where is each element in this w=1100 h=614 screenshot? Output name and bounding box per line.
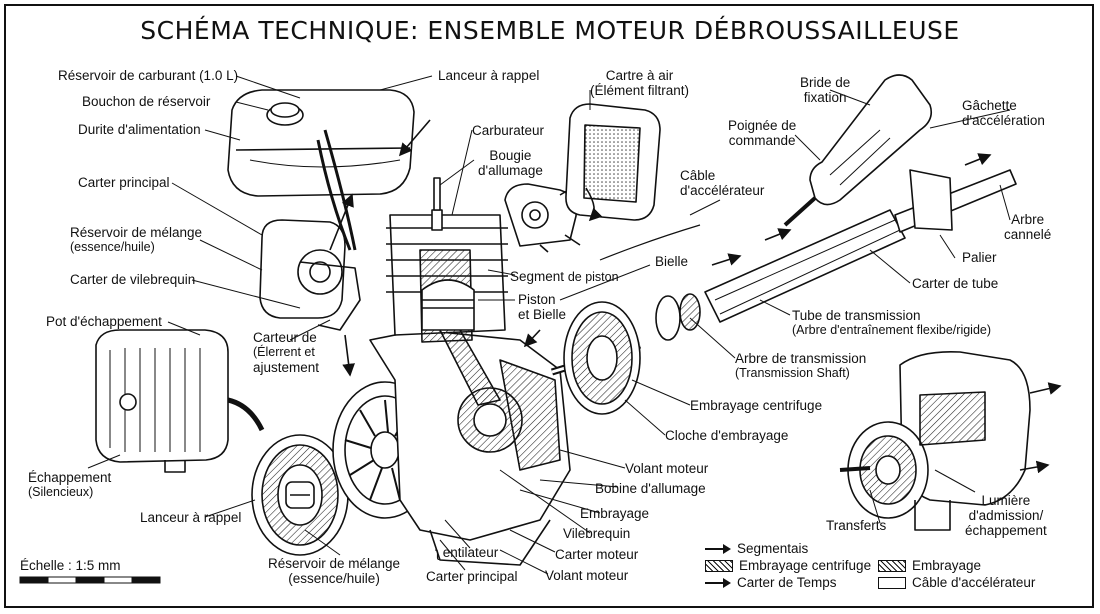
label-reservoir-melange-left: Réservoir de mélange (essence/huile) [70,225,203,254]
label-bobine-allumage: Bobine d'allumage [595,481,706,496]
label-embrayage-centrifuge: Embrayage centrifuge [690,398,823,413]
flow-arrows [329,119,1062,474]
piston-shape [421,279,501,406]
legend-cable-accelerateur: Câble d'accélérateur [878,575,1035,590]
muffler-shape [95,329,265,473]
label-ventilateur: ʅ entilateur [436,545,499,560]
label-tube-transmission: Tube de transmission (Arbre d'entraîneme… [792,308,992,337]
label-bride-fixation: Bride de fixation [800,75,851,105]
diagram-title: SCHÉMA TECHNIQUE: ENSEMBLE MOTEUR DÉBROU… [140,16,960,45]
label-carter-moteur: Carter moteur [555,547,639,562]
legend-embrayage: Embrayage [878,558,981,573]
clutch-inset-shape [839,350,1031,531]
label-transferts: Transferts [826,518,887,533]
label-palier: Palier [962,250,997,265]
label-reservoir-carburant: Réservoir de carburant (1.0 L) [58,68,239,83]
mixing-tank-shape [259,219,361,331]
label-volant-moteur-bottom: Volant moteur [545,568,629,583]
hatch-swatch-icon [705,559,733,572]
label-arbre-cannele: Arbre cannelé [1004,212,1052,242]
label-vilebrequin: Vilebrequin [563,526,631,541]
arrow-right-icon [705,543,731,554]
label-carburateur: Carburateur [472,123,545,138]
label-cable-accelerateur: Câble d'accélérateur [680,168,765,198]
diagram-frame [4,4,1094,608]
carburetor-shape [504,179,586,253]
label-bouchon-reservoir: Bouchon de réservoir [82,94,211,109]
label-lumiere-admission: Lumière d'admission/ échappement [965,493,1047,538]
label-arbre-transmission: Arbre de transmission (Transmission Shaf… [735,351,867,380]
label-cloche-embrayage: Cloche d'embrayage [665,428,789,443]
label-piston-bielle: Piston et Bielle [518,292,567,322]
scale-bar [19,576,161,584]
label-carter-principal-left: Carter principal [78,175,170,190]
label-carteur: Carteur de (Élerrent et ajustement [253,330,320,375]
label-pot-echappement: Pot d'échappement [46,314,162,329]
leader-lines [87,75,1011,575]
label-gachette-acceleration: Gâchette d'accélération [962,98,1045,128]
label-durite-alimentation: Durite d'alimentation [78,122,201,137]
label-embrayage: Embrayage [580,506,650,521]
label-segment-piston: Segment de piston [510,269,619,284]
label-carter-principal-bottom: Carter principal [426,569,518,584]
engine-block-shape [369,329,571,566]
blank-swatch-icon [878,576,906,589]
drive-shaft-shape [550,169,1017,415]
hatch-swatch-icon [878,559,906,572]
label-poignee-commande: Poignée de commande [728,118,797,148]
label-bielle: Bielle [655,254,689,269]
handle-shape [783,74,933,227]
label-reservoir-melange-bottom: Réservoir de mélange (essence/huile) [268,556,401,586]
legend-segmentais: Segmentais [705,541,808,556]
label-volant-moteur-right: Volant moteur [625,461,709,476]
fuel-tank-shape [227,89,415,251]
arrow-right-icon [705,577,731,588]
label-carter-tube: Carter de tube [912,276,999,291]
label-lanceur-rappel-top: Lanceur à rappel [438,68,540,83]
label-bougie-allumage: Bougie d'allumage [478,148,543,178]
legend-embrayage-centrifuge: Embrayage centrifuge [705,558,871,573]
scale-label: Échelle : 1:5 mm [20,558,121,573]
legend-carter-temps: Carter de Temps [705,575,837,590]
label-echappement: Échappement (Silencieux) [28,470,112,499]
label-lanceur-rappel-bottom: Lanceur à rappel [140,510,242,525]
air-filter-shape [565,103,661,221]
label-cartre-air: Cartre à air (Élément filtrant) [590,68,690,98]
label-carter-vilebrequin: Carter de vilebrequin [70,272,196,287]
